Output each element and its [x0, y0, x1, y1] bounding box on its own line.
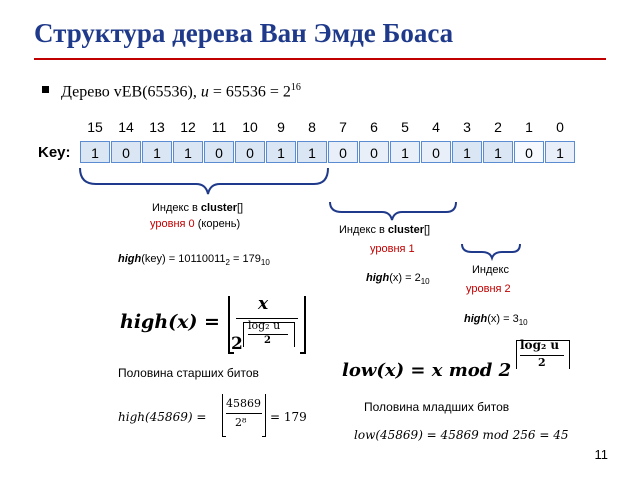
- bullet-prefix: Дерево vEB(65536),: [61, 83, 201, 101]
- text-low-half: Половина младших битов: [364, 400, 510, 414]
- label-high-key: high(key) = 101100112 = 17910: [118, 253, 270, 268]
- bit-index: 7: [339, 119, 347, 135]
- bit-cell: 0: [514, 141, 544, 163]
- bullet-u: u: [200, 83, 209, 101]
- label-high-x-2: high(x) = 210: [366, 272, 430, 287]
- bit-cell: 1: [390, 141, 420, 163]
- formula-high-base: 2: [231, 334, 243, 354]
- label-index2-title: Индекс: [472, 264, 509, 276]
- formula-high-log: log₂ u: [248, 319, 281, 332]
- bit-cell: 0: [328, 141, 358, 163]
- bit-index: 14: [118, 119, 134, 135]
- bit-cell: 0: [111, 141, 141, 163]
- example-high-lhs: high(45869) =: [118, 410, 207, 424]
- bit-cell: 0: [359, 141, 389, 163]
- floor-left: [228, 296, 234, 354]
- ex-floor-right: [262, 394, 266, 437]
- example-high-res: = 179: [270, 410, 307, 424]
- bit-cell: 1: [142, 141, 172, 163]
- bit-cell: 1: [483, 141, 513, 163]
- bit-index: 0: [556, 119, 564, 135]
- title-underline: [34, 58, 606, 60]
- low-ceil-brackets: [516, 340, 570, 369]
- bit-index: 11: [211, 119, 227, 135]
- page-number: 11: [594, 447, 609, 462]
- bit-index: 12: [180, 119, 196, 135]
- formula-high-lhs: high(x) =: [120, 311, 220, 333]
- label-high-x-3: high(x) = 310: [464, 313, 528, 328]
- formula-high-logden: 2: [264, 335, 271, 346]
- ex-fraction-bar: [226, 413, 262, 414]
- text-high-half: Половина старших битов: [118, 366, 259, 380]
- floor-right: [300, 296, 306, 354]
- bit-index: 9: [277, 119, 285, 135]
- formula-high-num: x: [258, 294, 269, 314]
- bit-index: 3: [463, 119, 471, 135]
- bullet-veb: Дерево vEB(65536), u = 65536 = 216: [42, 82, 301, 101]
- ceil-brackets: [243, 322, 295, 347]
- bullet-exp: 16: [290, 82, 301, 93]
- example-low: low(45869) = 45869 mod 256 = 45: [354, 428, 569, 442]
- label-cluster0-level: уровня 0 (корень): [150, 218, 241, 230]
- brace-index2: [461, 243, 521, 262]
- example-high-num: 45869: [226, 397, 261, 410]
- log-bar: [248, 334, 288, 335]
- low-log-bar: [520, 355, 564, 356]
- bit-index: 13: [149, 119, 165, 135]
- fraction-bar: [236, 318, 298, 319]
- bit-index: 6: [370, 119, 378, 135]
- bit-cell: 0: [204, 141, 234, 163]
- example-high-den: 2⁸: [235, 416, 247, 429]
- bit-cell: 1: [80, 141, 110, 163]
- bit-index: 1: [525, 119, 533, 135]
- bit-index: 4: [432, 119, 440, 135]
- bit-cell: 1: [266, 141, 296, 163]
- bit-cell: 1: [452, 141, 482, 163]
- bit-cell: 1: [545, 141, 575, 163]
- key-label: Key:: [38, 144, 71, 161]
- brace-cluster0: [79, 167, 329, 195]
- brace-cluster1: [329, 201, 457, 221]
- bit-index: 10: [242, 119, 258, 135]
- bit-cell: 0: [421, 141, 451, 163]
- bit-cell: 1: [173, 141, 203, 163]
- bit-cell: 1: [297, 141, 327, 163]
- bullet-square-icon: [42, 86, 49, 94]
- formula-low-log: log₂ u: [520, 338, 560, 352]
- label-index2-level: уровня 2: [466, 283, 511, 295]
- formula-low-lhs: low(x) = x mod 2: [342, 360, 512, 381]
- bit-cell: 0: [235, 141, 265, 163]
- label-cluster1-title: Индекс в cluster[]: [339, 224, 431, 236]
- slide-title: Структура дерева Ван Эмде Боаса: [34, 18, 454, 48]
- label-cluster1-level: уровня 1: [370, 243, 415, 255]
- ex-floor-left: [222, 394, 226, 437]
- bit-index: 15: [87, 119, 103, 135]
- formula-low-logden: 2: [538, 356, 546, 369]
- bit-index: 2: [494, 119, 502, 135]
- bit-index: 5: [401, 119, 409, 135]
- bullet-eq: = 65536 = 2: [208, 83, 291, 101]
- bit-index: 8: [308, 119, 316, 135]
- label-cluster0-title: Индекс в cluster[]: [152, 202, 244, 214]
